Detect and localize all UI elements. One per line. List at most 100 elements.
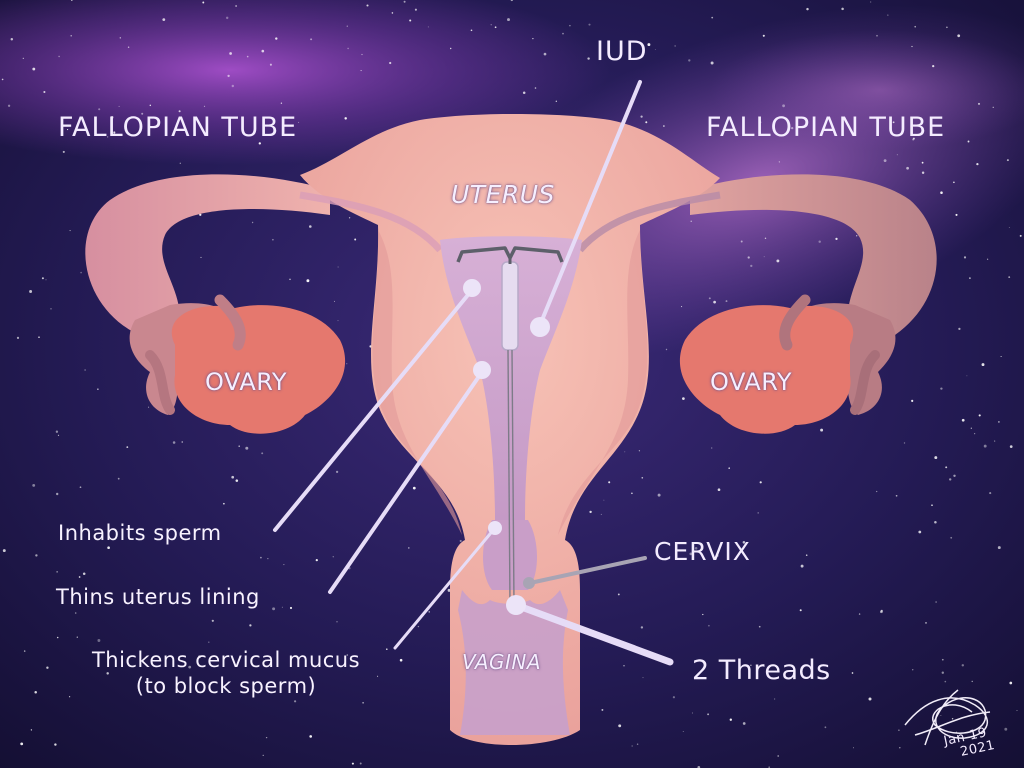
vagina-label: VAGINA — [462, 650, 542, 674]
threads-pointer-line — [512, 601, 674, 666]
star — [587, 57, 590, 60]
star — [941, 671, 944, 674]
star — [562, 32, 564, 35]
star — [961, 664, 964, 667]
star — [941, 658, 944, 661]
star — [351, 762, 354, 765]
star — [997, 546, 1001, 550]
star — [38, 336, 40, 338]
star — [977, 102, 981, 105]
star — [45, 279, 47, 281]
star — [895, 494, 898, 497]
star — [69, 230, 71, 232]
star — [377, 675, 379, 677]
star — [569, 24, 571, 27]
star — [35, 554, 38, 557]
star — [162, 18, 166, 21]
star — [265, 736, 268, 739]
star — [389, 61, 392, 65]
star — [978, 414, 981, 417]
star — [618, 724, 622, 728]
star — [289, 278, 291, 281]
star — [777, 755, 780, 757]
star — [336, 621, 338, 623]
star — [470, 29, 473, 32]
star — [707, 713, 710, 716]
star — [934, 521, 937, 524]
star — [346, 25, 348, 27]
star — [981, 363, 985, 367]
star — [986, 258, 989, 260]
star — [876, 34, 878, 37]
star — [366, 4, 369, 7]
fimbria-finger-left-1 — [145, 350, 175, 415]
star — [362, 701, 364, 704]
star — [62, 150, 65, 153]
star — [260, 556, 262, 559]
star — [716, 554, 719, 557]
star — [600, 513, 602, 515]
star — [229, 52, 232, 55]
uterus-shade-right — [558, 230, 648, 535]
ovary-left — [171, 305, 346, 434]
threads-label: 2 Threads — [692, 655, 831, 686]
star — [50, 308, 52, 310]
star — [911, 45, 913, 48]
star — [7, 104, 11, 107]
star — [172, 441, 176, 444]
star — [974, 433, 976, 435]
star — [778, 161, 780, 163]
star — [227, 74, 230, 78]
star — [254, 127, 257, 130]
star — [359, 762, 362, 765]
star — [998, 421, 1000, 423]
star — [631, 745, 633, 747]
star — [360, 70, 362, 72]
star — [97, 639, 101, 642]
star — [2, 549, 6, 553]
star — [347, 47, 349, 50]
star — [976, 162, 979, 166]
star — [267, 558, 269, 560]
star — [391, 12, 394, 14]
star — [361, 53, 363, 56]
star — [946, 26, 948, 29]
star — [967, 140, 970, 143]
iud-label: IUD — [596, 36, 648, 67]
star — [346, 363, 348, 365]
star — [56, 571, 58, 573]
star — [717, 488, 721, 492]
pointer-lines — [273, 80, 674, 666]
star — [80, 271, 82, 274]
star — [58, 55, 60, 58]
star — [449, 47, 452, 50]
star — [750, 264, 753, 268]
star — [178, 110, 181, 113]
star — [713, 300, 716, 304]
star — [510, 0, 513, 2]
thins-pointer-dot — [473, 361, 491, 379]
star — [208, 641, 210, 643]
star — [631, 492, 633, 495]
star — [747, 256, 750, 259]
star — [79, 486, 82, 489]
nebula-top-right — [710, 30, 1024, 150]
star — [490, 24, 492, 26]
star — [950, 536, 953, 539]
star — [346, 654, 349, 656]
star — [853, 747, 855, 749]
star — [269, 63, 272, 66]
star — [23, 650, 26, 652]
star — [55, 430, 59, 433]
star — [32, 67, 36, 71]
star — [856, 235, 858, 237]
star — [742, 722, 746, 725]
star — [876, 490, 878, 493]
star — [113, 131, 116, 134]
star — [386, 648, 388, 650]
star — [912, 669, 914, 671]
uterus-shade-left — [372, 230, 462, 535]
star — [332, 556, 334, 558]
star — [238, 445, 240, 447]
